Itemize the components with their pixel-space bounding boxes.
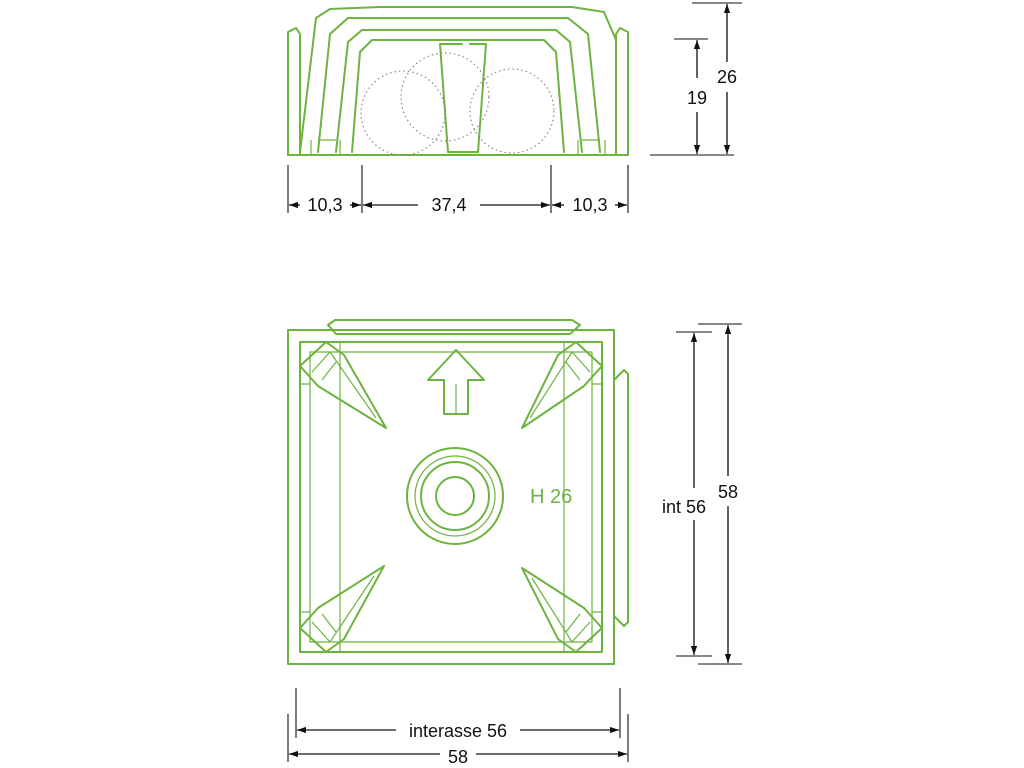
dim-left-width: 10,3 [307, 195, 342, 215]
height-marking: H 26 [530, 486, 572, 508]
dim-center-distance: interasse 56 [409, 721, 507, 741]
dim-total-height: 26 [717, 67, 737, 87]
dim-middle-width: 37,4 [431, 195, 466, 215]
side-height-dimensions: 19 26 [650, 2, 742, 156]
dim-right-width: 10,3 [572, 195, 607, 215]
side-view: 10,3 37,4 10,3 19 26 [287, 2, 742, 215]
dim-inner-height: 19 [687, 88, 707, 108]
top-height-dimensions: int 56 58 [662, 323, 742, 665]
corner-spike-bottom-right [521, 567, 603, 653]
dim-outer-height: 58 [718, 482, 738, 502]
side-width-dimensions: 10,3 37,4 10,3 [287, 165, 629, 215]
corner-spike-top-right [521, 341, 603, 429]
top-width-dimensions: interasse 56 58 [287, 688, 629, 767]
dim-interior-height: int 56 [662, 497, 706, 517]
dim-outer-width: 58 [448, 747, 468, 767]
corner-spike-bottom-left [299, 565, 385, 653]
central-boss [406, 447, 504, 545]
side-view-outline [287, 6, 629, 156]
hidden-circles [360, 52, 555, 156]
arrow-up-icon [427, 349, 485, 415]
corner-spike-top-left [299, 341, 387, 429]
top-view-outline [287, 319, 629, 665]
top-view: H 26 int 56 58 interasse 56 58 [287, 319, 742, 767]
